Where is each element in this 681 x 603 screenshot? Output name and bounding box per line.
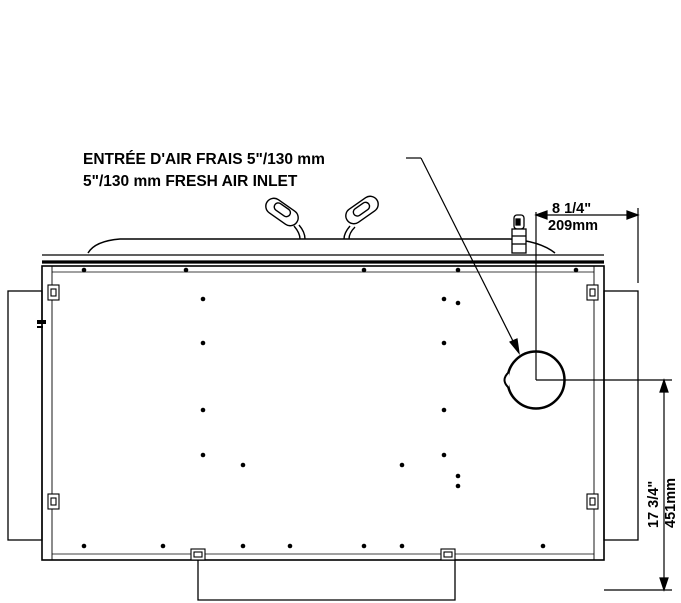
inlet-label-fr: ENTRÉE D'AIR FRAIS 5"/130 mm	[83, 151, 325, 168]
dimension-vertical	[536, 378, 672, 592]
fireplace-body	[41, 265, 605, 561]
bottom-bracket	[197, 560, 456, 601]
right-knob	[343, 195, 379, 240]
dim-horizontal-imperial: 8 1/4"	[552, 201, 591, 217]
left-knob	[265, 197, 306, 240]
inlet-label-en: 5"/130 mm FRESH AIR INLET	[83, 173, 298, 190]
gas-fitting	[511, 214, 527, 254]
left-side-bracket	[7, 290, 43, 541]
screw-holes	[81, 267, 579, 549]
dim-vertical-imperial: 17 3/4"	[646, 481, 662, 528]
dim-horizontal-metric: 209mm	[548, 218, 598, 234]
dim-vertical-metric: 451mm	[663, 478, 679, 528]
mounting-clips	[47, 284, 599, 561]
dimension-horizontal	[534, 208, 640, 380]
left-tab	[37, 320, 46, 328]
right-side-bracket	[603, 290, 639, 541]
inlet-leader	[406, 157, 520, 356]
